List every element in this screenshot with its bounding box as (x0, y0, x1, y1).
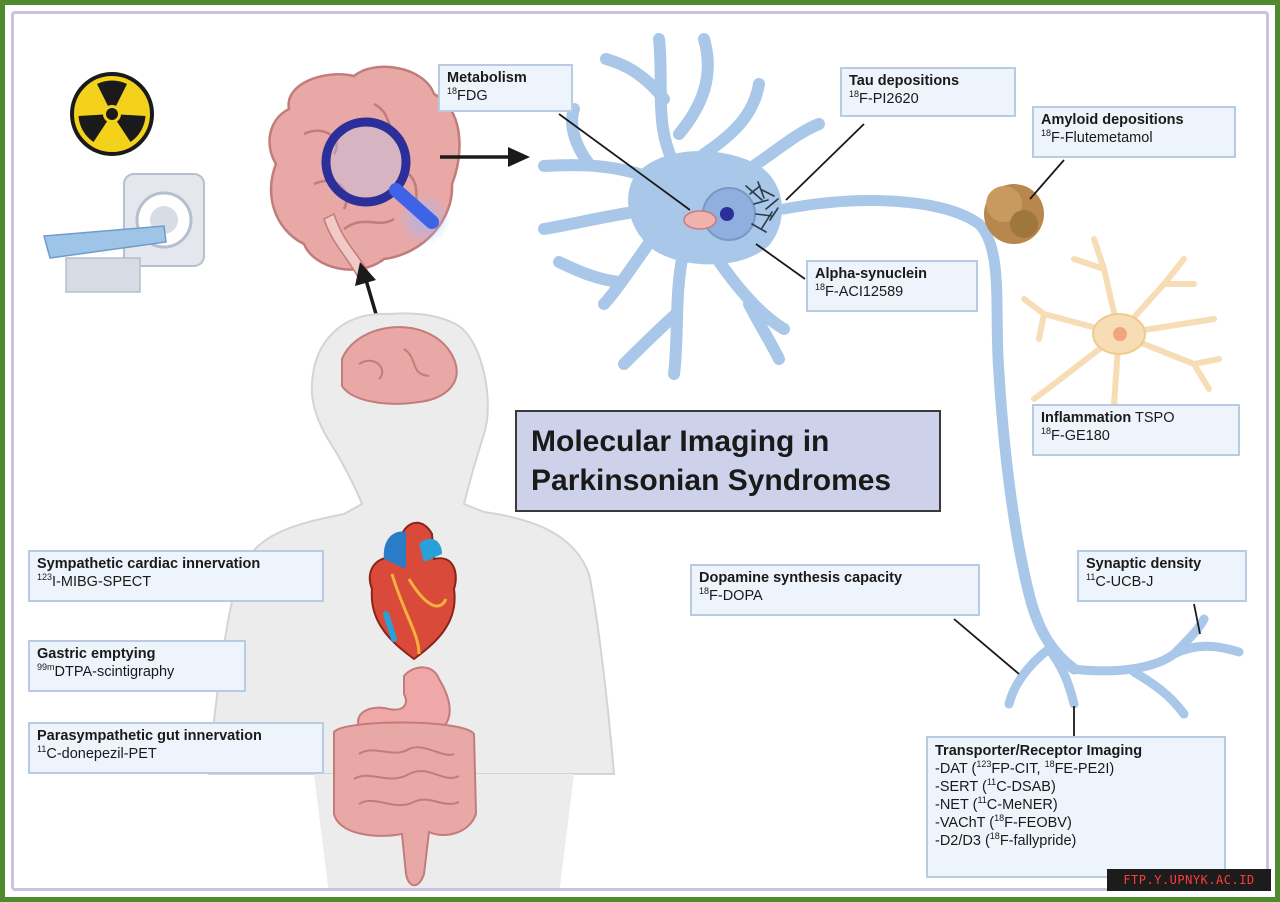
astrocyte-icon (1021, 236, 1222, 427)
gastric-box: Gastric emptying 99mDTPA-scintigraphy (28, 640, 246, 692)
transporter-item-dat: -DAT (123FP-CIT, 18FE-PE2I) (935, 759, 1115, 778)
metabolism-box: Metabolism 18FDG (438, 64, 573, 112)
inflammation-tracer: F-GE180 (1051, 428, 1110, 444)
alpha-isotope: 18 (815, 282, 826, 292)
inflammation-box: Inflammation TSPO 18F-GE180 (1032, 404, 1240, 456)
transporter-label: Transporter/Receptor Imaging (935, 743, 1143, 759)
metabolism-label: Metabolism (447, 70, 527, 86)
synaptic-box: Synaptic density 11C-UCB-J (1077, 550, 1247, 602)
dopamine-tracer: F-DOPA (709, 588, 763, 604)
amyloid-label: Amyloid depositions (1041, 112, 1184, 128)
alpha-synuclein-box: Alpha-synuclein 18F-ACI12589 (806, 260, 978, 312)
transporter-item-sert: -SERT (11C-DSAB) (935, 777, 1056, 796)
cardiac-label: Sympathetic cardiac innervation (37, 556, 261, 572)
metabolism-tracer: FDG (457, 88, 488, 104)
amyloid-isotope: 18 (1041, 128, 1052, 138)
alpha-tracer: F-ACI12589 (825, 284, 904, 300)
alpha-label: Alpha-synuclein (815, 266, 927, 282)
synaptic-isotope: 11 (1086, 572, 1096, 582)
tau-box: Tau depositions 18F-PI2620 (840, 67, 1016, 117)
figure-canvas: Molecular Imaging in Parkinsonian Syndro… (11, 11, 1269, 891)
transporter-item-net: -NET (11C-MeNER) (935, 795, 1058, 814)
cardiac-box: Sympathetic cardiac innervation 123I-MIB… (28, 550, 324, 602)
title-line-1: Molecular Imaging in (531, 425, 830, 458)
dopamine-label: Dopamine synthesis capacity (699, 570, 903, 586)
watermark: FTP.Y.UPNYK.AC.ID (1107, 869, 1271, 891)
metabolism-isotope: 18 (447, 86, 458, 96)
synaptic-tracer: C-UCB-J (1095, 574, 1154, 590)
tau-label: Tau depositions (849, 73, 960, 89)
gut-box: Parasympathetic gut innervation 11C-done… (28, 722, 324, 774)
inflammation-isotope: 18 (1041, 426, 1052, 436)
gut-label: Parasympathetic gut innervation (37, 728, 262, 744)
neuron-icon (538, 33, 1244, 719)
tau-tracer: F-PI2620 (859, 91, 919, 107)
gastric-label: Gastric emptying (37, 646, 156, 662)
transporter-box: Transporter/Receptor Imaging -DAT (123FP… (926, 736, 1226, 878)
inflammation-target: TSPO (1131, 410, 1175, 426)
radiation-icon (70, 72, 154, 156)
title-line-2: Parkinsonian Syndromes (531, 464, 892, 497)
intestine-icon (333, 721, 478, 887)
gastric-isotope: 99m (37, 662, 55, 672)
dopamine-box: Dopamine synthesis capacity 18F-DOPA (690, 564, 980, 616)
synaptic-label: Synaptic density (1086, 556, 1202, 572)
gastric-tracer: DTPA-scintigraphy (54, 664, 175, 680)
tau-isotope: 18 (849, 89, 860, 99)
transporter-item-vacht: -VAChT (18F-FEOBV) (935, 813, 1072, 832)
cardiac-tracer: I-MIBG-SPECT (52, 574, 152, 590)
amyloid-box: Amyloid depositions 18F-Flutemetamol (1032, 106, 1236, 158)
gut-tracer: C-donepezil-PET (46, 746, 157, 762)
transporter-item-d2d3: -D2/D3 (18F-fallypride) (935, 831, 1077, 850)
brain-magnifier-icon (268, 65, 461, 281)
cardiac-isotope: 123 (37, 572, 53, 582)
figure-title: Molecular Imaging in Parkinsonian Syndro… (515, 410, 941, 512)
dopamine-isotope: 18 (699, 586, 710, 596)
amyloid-plaque-icon (984, 184, 1044, 244)
illustration (43, 33, 1244, 888)
leader-lines (558, 113, 1201, 736)
amyloid-tracer: F-Flutemetamol (1051, 130, 1153, 146)
gut-isotope: 11 (37, 744, 47, 754)
heart-icon (368, 521, 457, 661)
pet-scanner-icon (43, 173, 205, 293)
inflammation-label: Inflammation (1041, 410, 1132, 426)
